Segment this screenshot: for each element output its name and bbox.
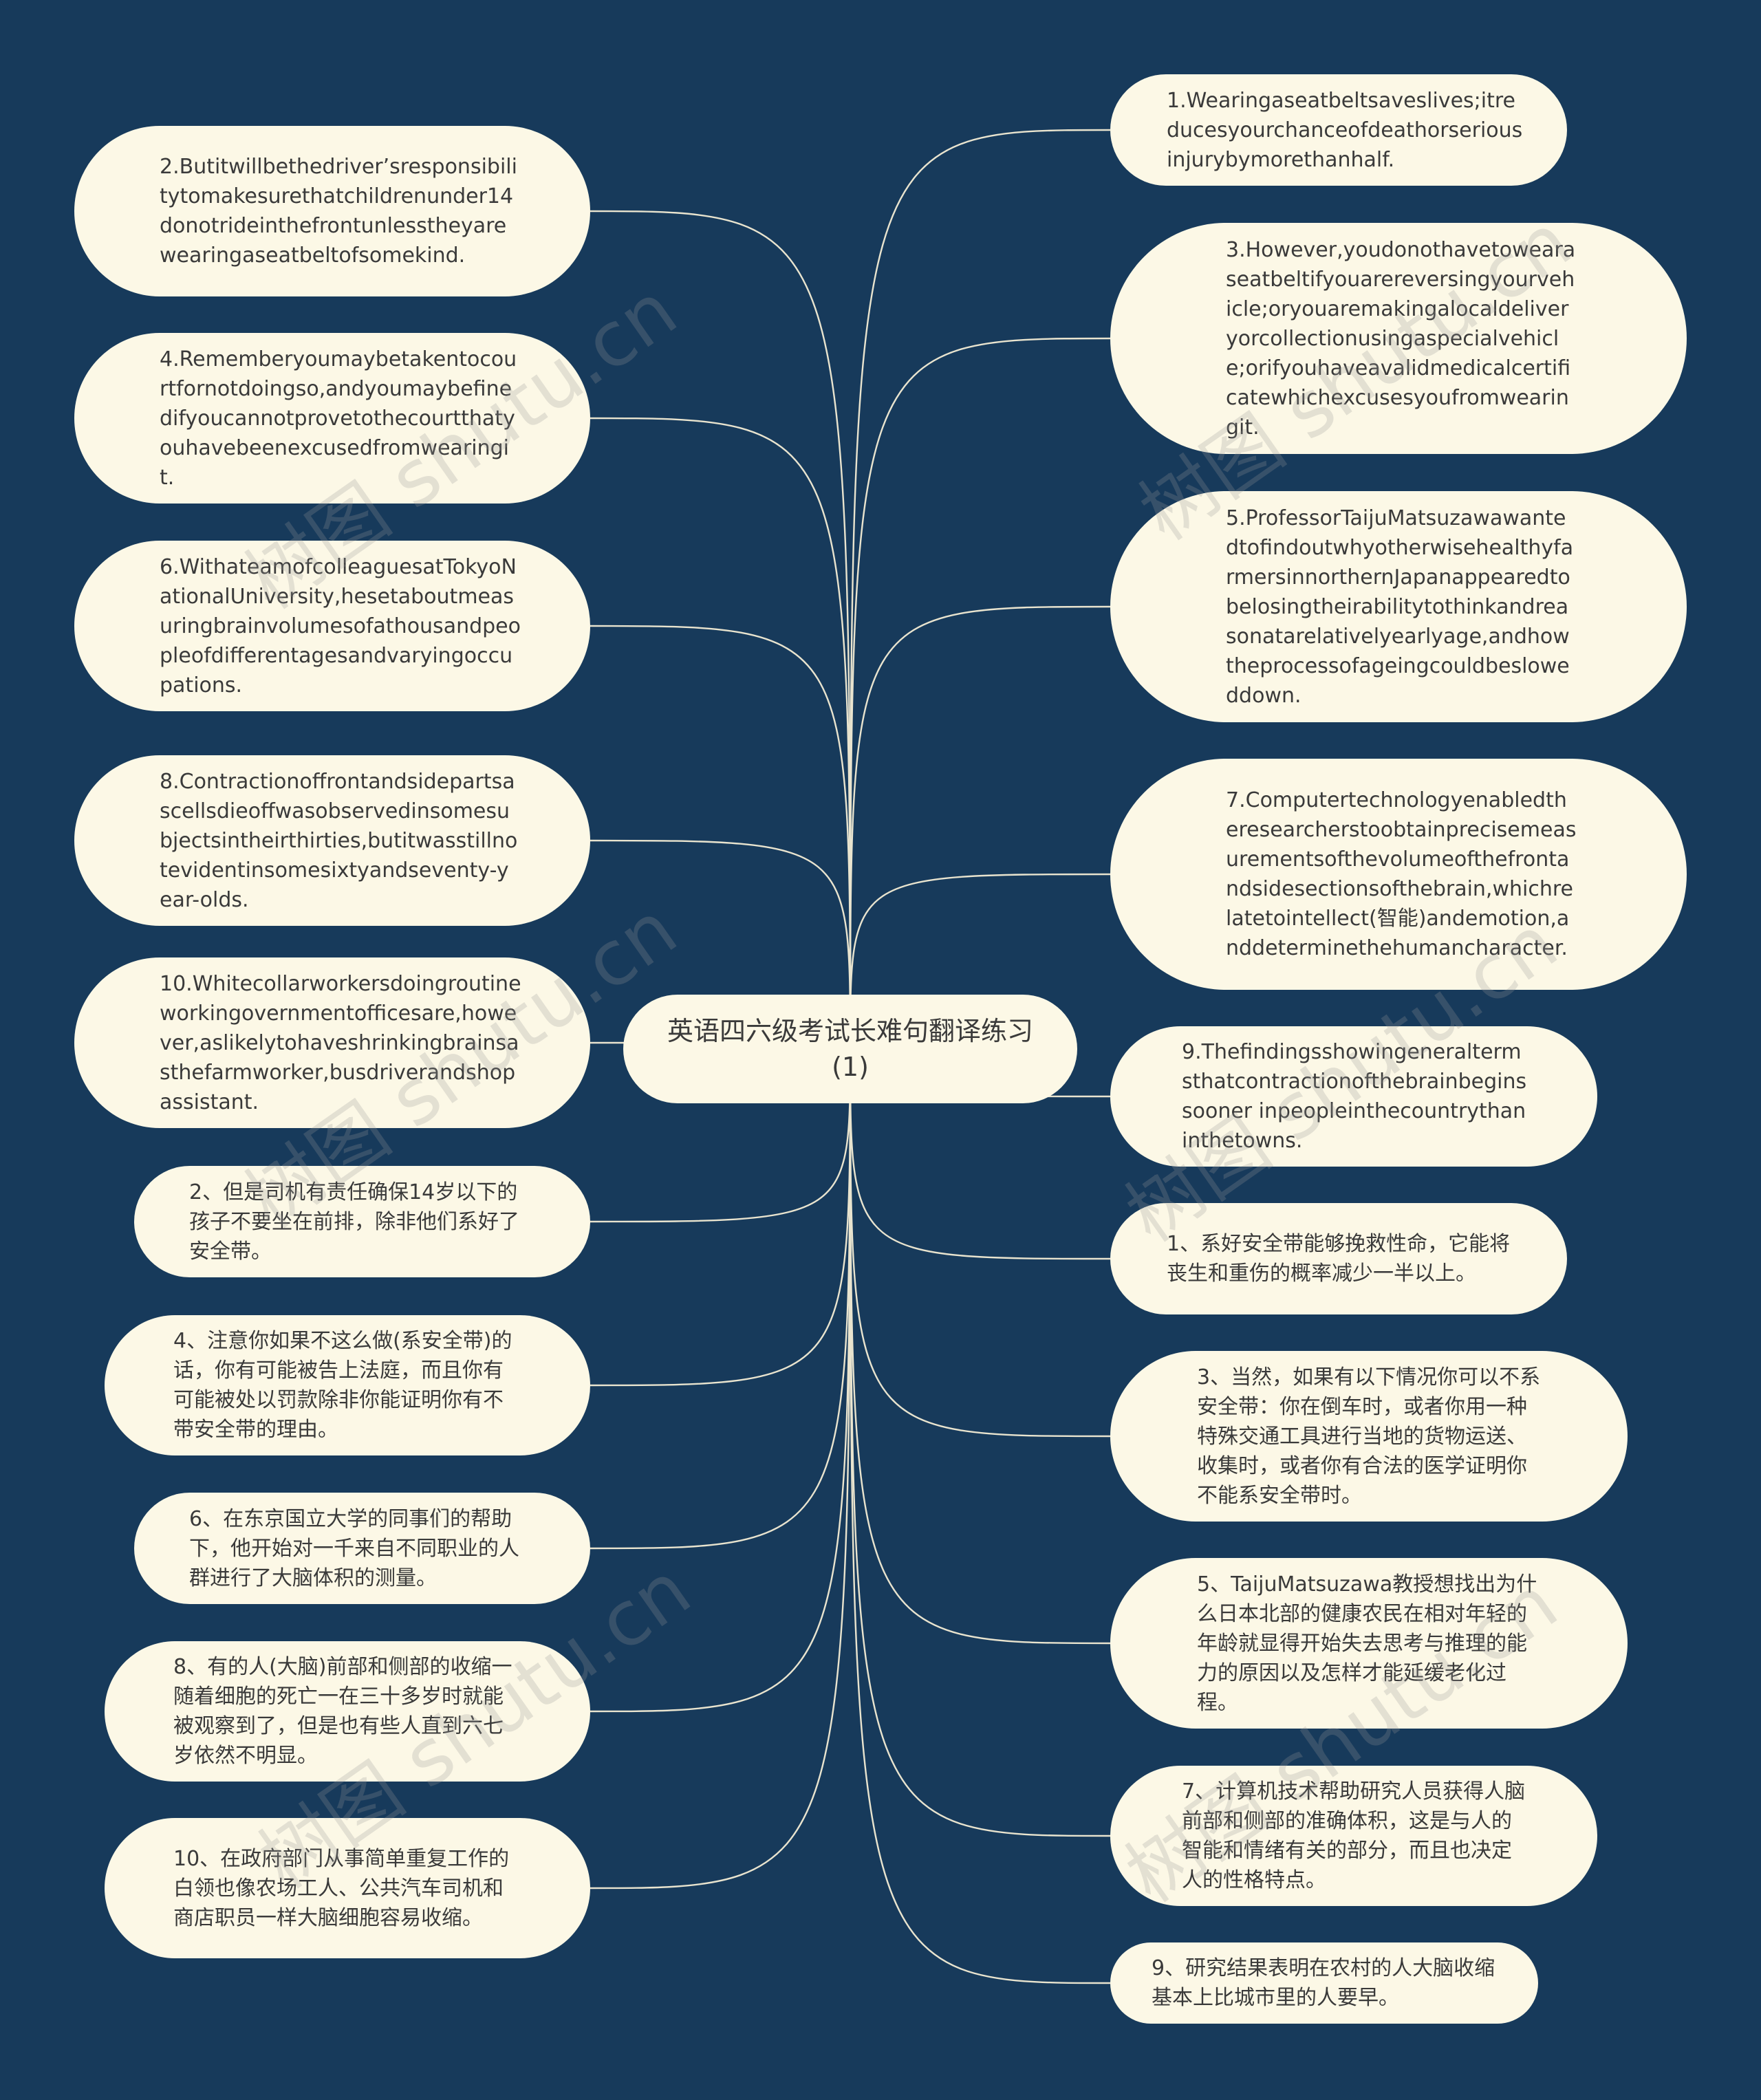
right-node-9[interactable]: 7、计算机技术帮助研究人员获得人脑前部和侧部的准确体积，这是与人的智能和情绪有关… (1110, 1766, 1597, 1906)
right-node-7-text: 3、当然，如果有以下情况你可以不系安全带：你在倒车时，或者你用一种特殊交通工具进… (1197, 1365, 1541, 1508)
connector-right-1 (849, 129, 1111, 1050)
left-node-2-text: 4.Rememberyoumaybetakentocourtfornotdoin… (160, 347, 517, 490)
connector-right-4 (849, 873, 1111, 1050)
left-node-6-text: 2、但是司机有责任确保14岁以下的孩子不要坐在前排，除非他们系好了安全带。 (189, 1180, 519, 1264)
left-node-9-text: 8、有的人(大脑)前部和侧部的收缩一随着细胞的死亡一在三十多岁时就能被观察到了，… (173, 1655, 512, 1768)
right-node-7[interactable]: 3、当然，如果有以下情况你可以不系安全带：你在倒车时，或者你用一种特殊交通工具进… (1110, 1351, 1628, 1522)
connector-left-8 (590, 1048, 852, 1550)
right-node-5-text: 9.Thefindingsshowingeneraltermsthatcontr… (1182, 1040, 1527, 1153)
connector-left-9 (590, 1048, 852, 1713)
right-node-3[interactable]: 5.ProfessorTaijuMatsuzawawantedtofindout… (1110, 491, 1687, 722)
right-node-1[interactable]: 1.Wearingaseatbeltsaveslives;itreducesyo… (1110, 74, 1567, 186)
connector-right-3 (849, 605, 1111, 1050)
left-node-1[interactable]: 2.Butitwillbethedriver’sresponsibilityto… (74, 126, 590, 296)
connector-right-10 (849, 1048, 1111, 1984)
left-node-3[interactable]: 6.WithateamofcolleaguesatTokyoNationalUn… (74, 541, 590, 711)
left-node-8-text: 6、在东京国立大学的同事们的帮助下，他开始对一千来自不同职业的人群进行了大脑体积… (189, 1506, 519, 1590)
left-node-1-text: 2.Butitwillbethedriver’sresponsibilityto… (160, 155, 517, 268)
right-node-2[interactable]: 3.However,youdonothavetowearaseatbeltify… (1110, 223, 1687, 454)
left-node-10[interactable]: 10、在政府部门从事简单重复工作的白领也像农场工人、公共汽车司机和商店职员一样大… (105, 1818, 590, 1958)
left-node-5[interactable]: 10.Whitecollarworkersdoingroutineworking… (74, 957, 590, 1128)
right-node-8[interactable]: 5、TaijuMatsuzawa教授想找出为什么日本北部的健康农民在相对年轻的年… (1110, 1558, 1628, 1729)
right-node-5[interactable]: 9.Thefindingsshowingeneraltermsthatcontr… (1110, 1026, 1597, 1167)
connector-left-10 (590, 1048, 852, 1890)
left-node-8[interactable]: 6、在东京国立大学的同事们的帮助下，他开始对一千来自不同职业的人群进行了大脑体积… (134, 1493, 590, 1604)
connector-right-9 (849, 1048, 1111, 1837)
left-node-2[interactable]: 4.Rememberyoumaybetakentocourtfornotdoin… (74, 333, 590, 504)
left-node-7-text: 4、注意你如果不这么做(系安全带)的话，你有可能被告上法庭，而且你有可能被处以罚… (173, 1329, 512, 1442)
right-node-8-text: 5、TaijuMatsuzawa教授想找出为什么日本北部的健康农民在相对年轻的年… (1197, 1572, 1537, 1715)
left-node-10-text: 10、在政府部门从事简单重复工作的白领也像农场工人、公共汽车司机和商店职员一样大… (173, 1846, 510, 1930)
right-node-9-text: 7、计算机技术帮助研究人员获得人脑前部和侧部的准确体积，这是与人的智能和情绪有关… (1182, 1779, 1526, 1892)
right-node-10[interactable]: 9、研究结果表明在农村的人大脑收缩基本上比城市里的人要早。 (1110, 1942, 1538, 2024)
right-node-4[interactable]: 7.Computertechnologyenabledtheresearcher… (1110, 759, 1687, 990)
left-node-4[interactable]: 8.Contractionoffrontandsidepartsascellsd… (74, 755, 590, 926)
connector-right-8 (849, 1048, 1111, 1645)
right-node-2-text: 3.However,youdonothavetowearaseatbeltify… (1226, 237, 1576, 440)
connector-left-1 (590, 210, 852, 1050)
left-node-5-text: 10.Whitecollarworkersdoingroutineworking… (160, 971, 521, 1114)
left-node-9[interactable]: 8、有的人(大脑)前部和侧部的收缩一随着细胞的死亡一在三十多岁时就能被观察到了，… (105, 1641, 590, 1782)
right-node-6[interactable]: 1、系好安全带能够挽救性命，它能将丧生和重伤的概率减少一半以上。 (1110, 1203, 1567, 1314)
left-node-4-text: 8.Contractionoffrontandsidepartsascellsd… (160, 769, 518, 912)
root-title: 英语四六级考试长难句翻译练习(1) (667, 1016, 1033, 1082)
connector-left-2 (590, 417, 852, 1050)
left-node-3-text: 6.WithateamofcolleaguesatTokyoNationalUn… (160, 554, 521, 697)
connector-right-2 (849, 337, 1111, 1050)
right-node-4-text: 7.Computertechnologyenabledtheresearcher… (1226, 788, 1577, 960)
connector-right-7 (849, 1048, 1111, 1438)
right-node-1-text: 1.Wearingaseatbeltsaveslives;itreducesyo… (1167, 88, 1523, 172)
right-node-10-text: 9、研究结果表明在农村的人大脑收缩基本上比城市里的人要早。 (1152, 1956, 1495, 2010)
root-node[interactable]: 英语四六级考试长难句翻译练习(1) (623, 995, 1077, 1103)
left-node-7[interactable]: 4、注意你如果不这么做(系安全带)的话，你有可能被告上法庭，而且你有可能被处以罚… (105, 1315, 590, 1455)
right-node-3-text: 5.ProfessorTaijuMatsuzawawantedtofindout… (1226, 506, 1574, 708)
right-node-6-text: 1、系好安全带能够挽救性命，它能将丧生和重伤的概率减少一半以上。 (1167, 1232, 1511, 1286)
connector-left-3 (590, 625, 852, 1050)
left-node-6[interactable]: 2、但是司机有责任确保14岁以下的孩子不要坐在前排，除非他们系好了安全带。 (134, 1166, 590, 1277)
